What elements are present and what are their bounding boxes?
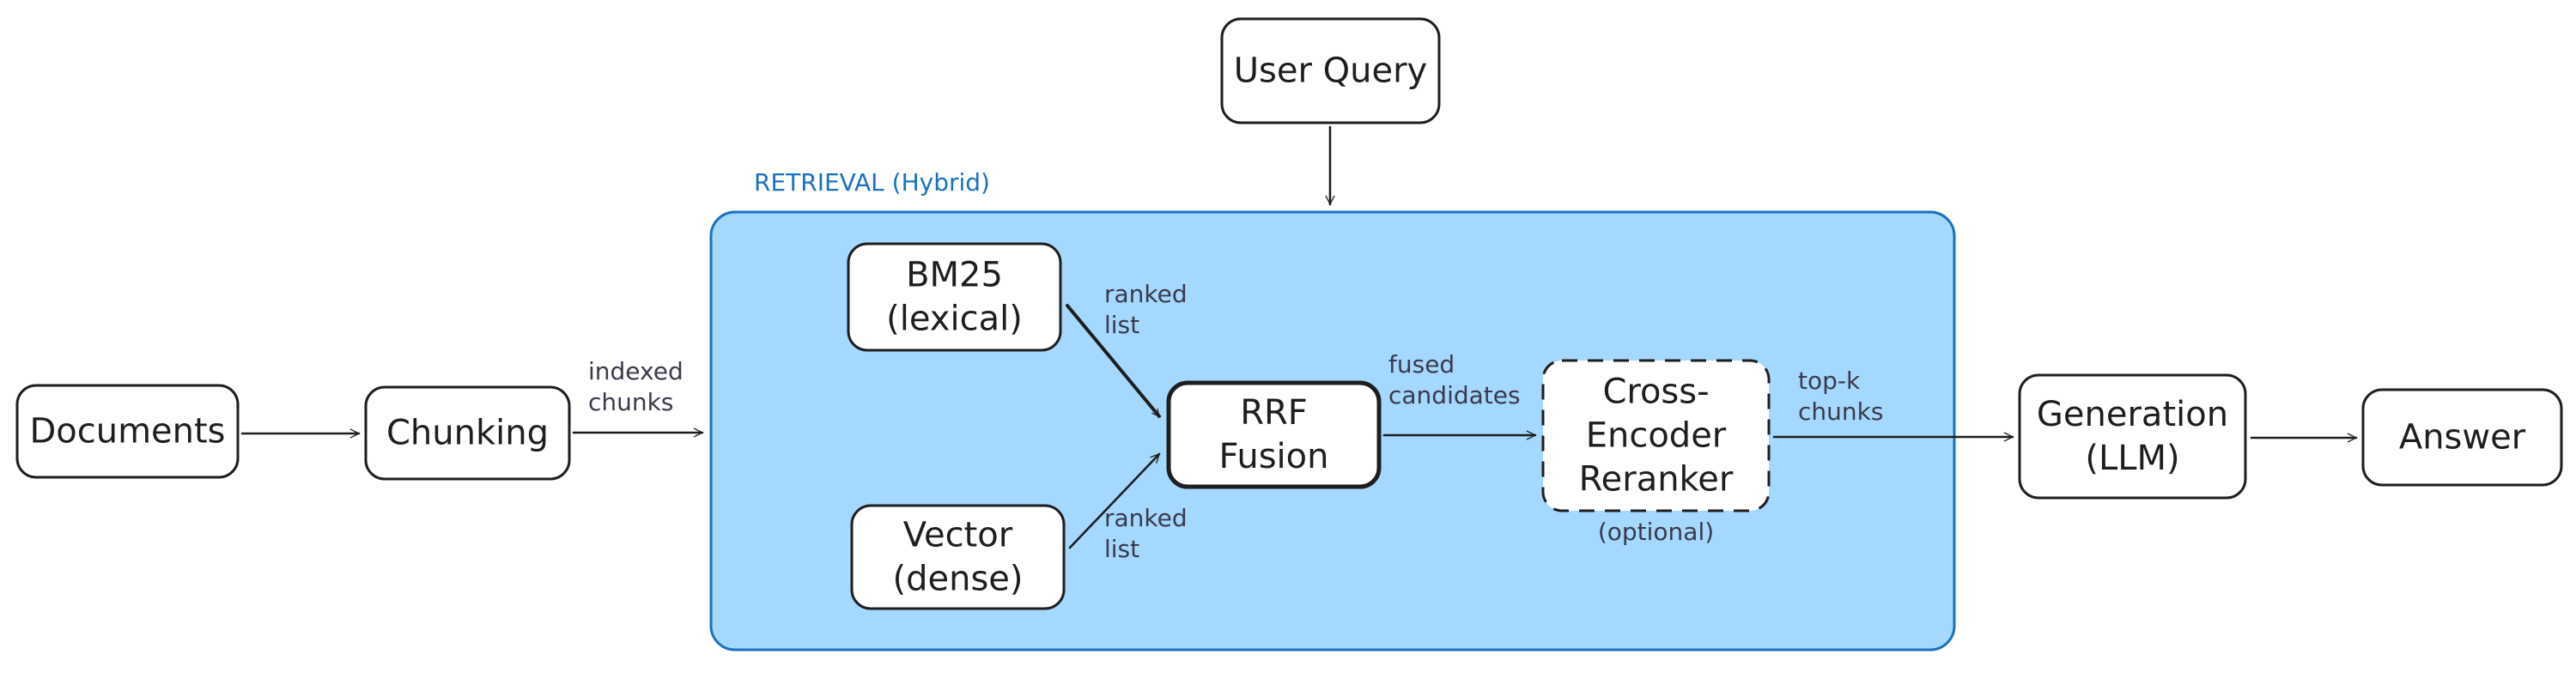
vector-label-line: Vector bbox=[903, 515, 1013, 555]
edge-label-fused-candidates-line: candidates bbox=[1388, 381, 1521, 409]
documents-label-line: Documents bbox=[29, 412, 225, 452]
vector-node: Vector (dense) bbox=[850, 504, 1066, 610]
bm25-label-line: (lexical) bbox=[886, 300, 1023, 339]
edge-label-top-k-chunks-line: top-k bbox=[1798, 367, 1861, 395]
edge-vector-to-rrf bbox=[1068, 452, 1161, 549]
edge-label-bm25-ranked-line: list bbox=[1104, 311, 1139, 339]
reranker-label-line: Encoder bbox=[1586, 416, 1727, 456]
bm25-box bbox=[847, 242, 1062, 352]
edge-label-vector-ranked-line: list bbox=[1104, 535, 1139, 563]
bm25-label-line: BM25 bbox=[906, 255, 1003, 294]
generation-label-line: (LLM) bbox=[2085, 439, 2179, 478]
chunking-box bbox=[364, 385, 571, 481]
chunking-node: Chunking bbox=[364, 385, 571, 481]
generation-label-line: Generation bbox=[2037, 395, 2228, 434]
documents-box bbox=[15, 384, 240, 479]
edge-label-bm25-ranked-line: ranked bbox=[1104, 280, 1188, 308]
reranker-label-line: Reranker bbox=[1579, 460, 1734, 500]
answer-label-line: Answer bbox=[2399, 418, 2526, 458]
rrf-node: RRF Fusion bbox=[1166, 380, 1382, 489]
rrf-label-line: Fusion bbox=[1219, 437, 1329, 476]
documents-node: Documents bbox=[15, 384, 240, 479]
answer-box bbox=[2361, 388, 2563, 487]
vector-label-line: (dense) bbox=[892, 560, 1023, 599]
rrf-box bbox=[1166, 380, 1382, 489]
reranker-label-line: Cross- bbox=[1602, 372, 1709, 411]
vector-box bbox=[850, 504, 1066, 610]
edge-label-top-k-chunks-line: chunks bbox=[1798, 397, 1883, 426]
retrieval-group-label: RETRIEVAL (Hybrid) bbox=[754, 168, 990, 197]
generation-node: Generation (LLM) bbox=[2018, 373, 2247, 500]
edge-bm25-to-rrf bbox=[1066, 304, 1161, 418]
rrf-label-line: RRF bbox=[1240, 393, 1308, 433]
user-query-box bbox=[1220, 17, 1441, 124]
reranker-note: (optional) bbox=[1598, 518, 1714, 546]
answer-node: Answer bbox=[2361, 388, 2563, 487]
chunking-label-line: Chunking bbox=[386, 414, 549, 453]
edge-label-vector-ranked-line: ranked bbox=[1104, 504, 1188, 532]
edge-label-indexed-chunks-line: indexed bbox=[588, 357, 683, 385]
user-query-label-line: User Query bbox=[1234, 52, 1427, 91]
edge-label-fused-candidates-line: fused bbox=[1388, 350, 1455, 379]
edge-label-indexed-chunks-line: chunks bbox=[588, 388, 673, 416]
reranker-box bbox=[1541, 359, 1771, 512]
generation-box bbox=[2018, 373, 2247, 500]
bm25-node: BM25 (lexical) bbox=[847, 242, 1062, 352]
user-query-node: User Query bbox=[1220, 17, 1441, 124]
